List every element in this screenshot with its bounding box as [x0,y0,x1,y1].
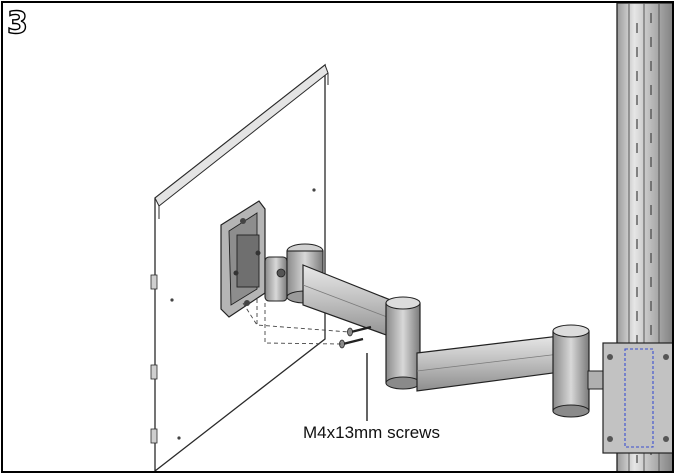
assembly-guide-lines [242,299,350,345]
elbow-joint [385,296,421,390]
assembly-illustration [150,3,672,471]
screws-callout-label: M4x13mm screws [303,423,440,442]
step-number: 3 [6,6,28,41]
arm-segment-lower [416,334,569,392]
screw-lower [339,337,364,349]
shoulder-joint [552,324,611,418]
vesa-adapter [220,200,266,318]
rail-clamp [602,342,672,454]
screw-upper [347,325,372,337]
